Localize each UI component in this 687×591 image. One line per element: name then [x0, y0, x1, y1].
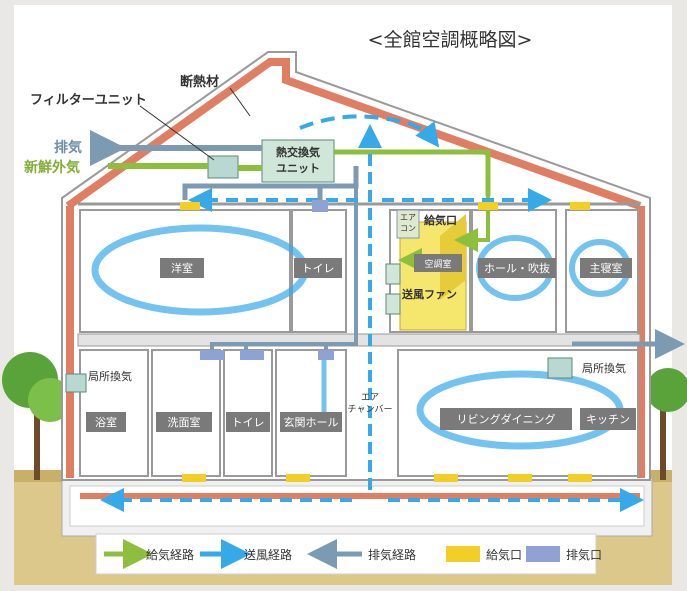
label-washroom: 洗面室: [168, 415, 201, 429]
hrv-unit: [261, 139, 335, 183]
tree-right: [646, 368, 687, 480]
label-aircon-1: エア: [400, 213, 416, 222]
exhaust-port: [318, 350, 334, 360]
label-toilet-upper: トイレ: [302, 262, 335, 275]
tag-kitchen: [580, 408, 636, 430]
label-kitchen: キッチン: [586, 413, 630, 426]
label-air-chamber-2: チャンバー: [348, 404, 393, 415]
tag-toilet-upper: [294, 258, 342, 278]
label-hall-atrium: ホール・吹抜: [484, 261, 550, 275]
label-local-exhaust-left: 局所換気: [88, 369, 132, 383]
tag-living: [440, 408, 572, 430]
supply-port: [180, 202, 200, 210]
exhaust-port: [312, 200, 328, 212]
tag-hall: [478, 258, 556, 278]
label-insulation: 断熱材: [180, 74, 219, 90]
label-hrv-1: 熱交換気: [276, 145, 320, 159]
aircon-unit: [396, 209, 420, 239]
label-entrance-hall: 玄関ホール: [284, 415, 339, 429]
label-exhaust: 排気: [54, 139, 82, 156]
label-hrv-2: ユニット: [276, 162, 320, 175]
label-filter-unit: フィルターユニット: [30, 93, 147, 108]
label-toilet-lower: トイレ: [232, 416, 265, 429]
tag-bathroom: [86, 412, 126, 432]
supply-port: [286, 474, 310, 482]
legend-supply-port-swatch: [446, 546, 480, 562]
supply-port: [508, 474, 532, 482]
label-living-dining: リビングダイニング: [457, 412, 556, 426]
legend-supply-port: 給気口: [486, 547, 522, 562]
insulation-roof: [65, 58, 642, 210]
supply-port: [182, 474, 206, 482]
label-western-room: 洋室: [171, 261, 193, 275]
legend-exhaust-port: 排気口: [566, 547, 602, 562]
tag-western-room: [160, 258, 204, 278]
exhaust-return-lower: [210, 166, 358, 352]
blower-fan: [385, 263, 401, 285]
legend-supply-route: 給気経路: [146, 547, 194, 562]
tag-ac-room: [414, 254, 462, 272]
blower-fan: [385, 293, 401, 315]
label-bathroom: 浴室: [95, 415, 117, 429]
diagram-title: <全館空調概略図>: [368, 29, 533, 51]
floor-slab: [77, 333, 641, 347]
local-exhaust-right-unit: [547, 357, 573, 379]
label-supply-outlet: 給気口: [424, 213, 457, 227]
supply-port: [570, 202, 590, 210]
tag-toilet-lower: [226, 412, 270, 432]
supply-duct-branch: [454, 152, 490, 252]
tag-master-bedroom: [580, 258, 632, 278]
legend-exhaust-port-swatch: [526, 546, 560, 562]
label-air-chamber-1: エア: [361, 393, 379, 403]
tag-entrance: [280, 412, 342, 432]
tag-washroom: [156, 412, 212, 432]
attic-airflow: [299, 114, 440, 148]
label-local-exhaust-right: 局所換気: [582, 361, 626, 375]
exhaust-port: [200, 350, 224, 360]
underfloor-space: [69, 485, 645, 527]
legend-exhaust-route: 排気経路: [368, 547, 416, 562]
local-exhaust-left-unit: [65, 373, 87, 393]
leader-filter-unit: [139, 105, 215, 161]
exhaust-port: [240, 350, 264, 360]
label-fresh-air: 新鮮外気: [24, 159, 80, 176]
label-master-bedroom: 主寝室: [590, 261, 623, 275]
supply-port: [434, 474, 458, 482]
label-ac-room: 空調室: [424, 258, 451, 270]
supply-port: [478, 202, 498, 210]
label-blower-fan: 送風ファン: [401, 287, 457, 301]
leader-insulation: [229, 87, 251, 117]
label-aircon-2: コン: [400, 224, 416, 233]
legend-fan-route: 送風経路: [244, 547, 292, 562]
supply-port: [568, 474, 592, 482]
legend: 給気経路 送風経路 排気経路 給気口 排気口: [95, 533, 602, 575]
